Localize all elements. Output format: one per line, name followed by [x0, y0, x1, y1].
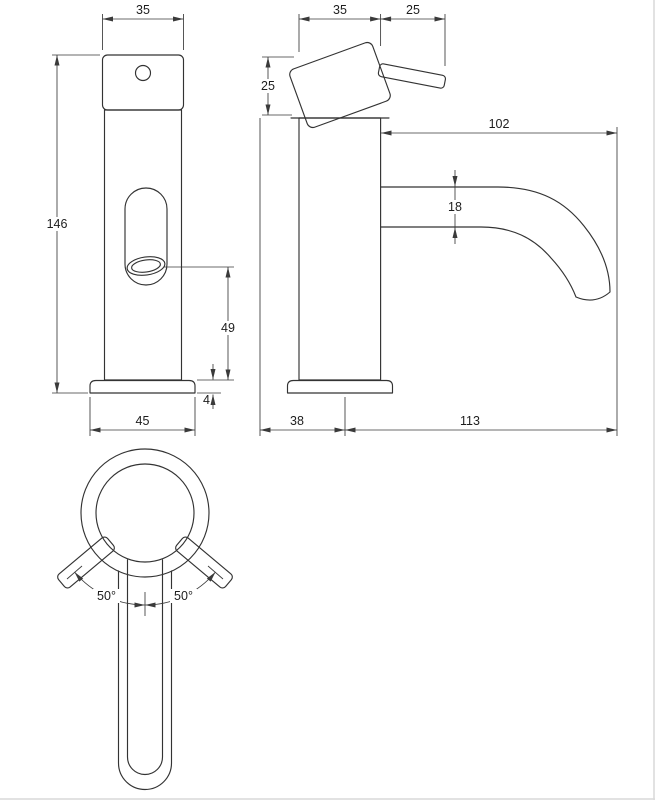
front-spout-opening-inner: [131, 259, 161, 273]
side-spout-outline: [380, 186, 611, 301]
top-right-handle-outline: [175, 536, 233, 589]
side-lever-rod-outline: [377, 63, 447, 89]
front-spout-height-dim-label: 49: [221, 321, 235, 335]
front-body-outline: [103, 109, 183, 381]
side-spout-diameter-dim-label: 18: [448, 200, 462, 214]
side-overall-depth-dim-label: 113: [460, 414, 480, 428]
side-lever-length-dim-label: 25: [406, 3, 420, 17]
side-base-flange: [286, 379, 394, 394]
front-height-extension-lines: [52, 54, 100, 394]
front-spout-opening-outer: [126, 256, 166, 276]
side-handle-height-dim-label: 25: [261, 79, 275, 93]
top-spout-inner-outline: [126, 559, 164, 776]
top-right-angle-label: 50°: [174, 589, 193, 603]
front-view: 35 146 49 4 45: [42, 3, 238, 436]
top-right-handle: [175, 536, 233, 589]
front-handle-cap-outline: [101, 54, 185, 111]
top-left-handle: [57, 536, 115, 589]
side-tilted-handle-cap: [289, 41, 391, 129]
top-left-angle-label: 50°: [97, 589, 116, 603]
top-body-inner-circle: [95, 463, 195, 563]
side-bottom-extension-lines: [259, 118, 346, 436]
front-base-thickness-dim-label: 4: [203, 393, 210, 407]
front-base-flange: [89, 379, 196, 394]
side-handle-cap-outline: [289, 41, 391, 129]
side-top-extension-lines: [298, 14, 446, 66]
front-width-dim-label: 35: [136, 3, 150, 17]
side-rear-offset-dim-label: 38: [290, 414, 304, 428]
side-spout-reach-dim-label: 102: [489, 117, 510, 131]
side-body-outline: [298, 117, 382, 381]
front-base-width-dim-label: 45: [136, 414, 150, 428]
front-height-dim-label: 146: [47, 217, 68, 231]
top-spout-outer-outline: [117, 570, 173, 791]
side-view: 35 25 25 102 18 38 113: [258, 3, 618, 436]
front-cap-button: [134, 64, 152, 82]
top-left-handle-outline: [57, 536, 115, 589]
top-view: 50° 50°: [57, 448, 233, 791]
side-lever-rod: [377, 63, 447, 89]
top-body-outer-circle: [80, 448, 210, 578]
front-spout-slot: [124, 187, 168, 286]
side-body-width-dim-label: 35: [333, 3, 347, 17]
